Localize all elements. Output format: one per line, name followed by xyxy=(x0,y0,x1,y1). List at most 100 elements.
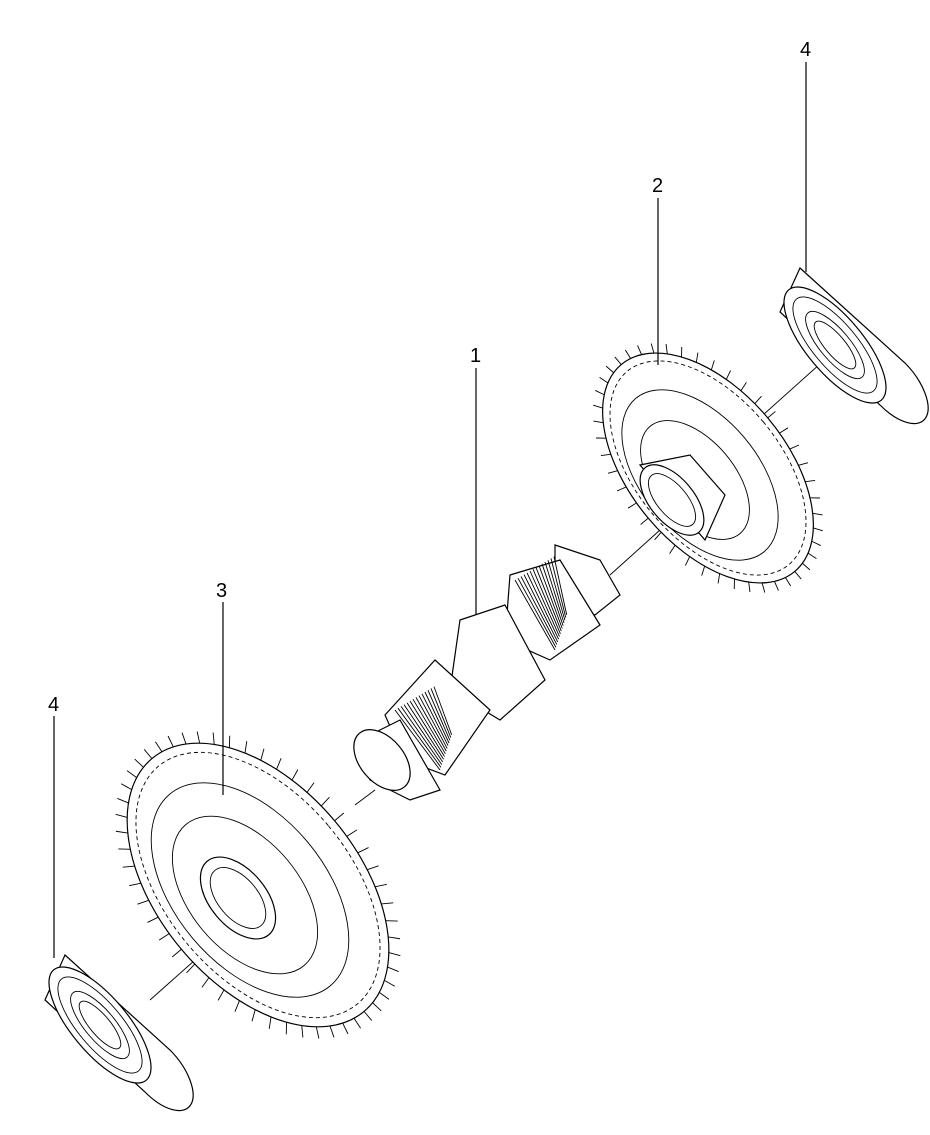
gear-tooth xyxy=(143,749,153,759)
spline-line xyxy=(535,567,562,632)
gear-tooth xyxy=(388,952,401,957)
gear-tooth xyxy=(813,527,823,532)
gear-tooth xyxy=(201,977,210,988)
gear-tooth xyxy=(115,830,128,834)
gear-tooth xyxy=(669,544,676,554)
callout-2: 2 xyxy=(652,175,663,197)
gear-tooth xyxy=(725,370,732,380)
gear-tooth xyxy=(217,989,225,1001)
gear-tooth xyxy=(710,360,715,371)
gear-tooth xyxy=(701,565,706,576)
spline-line xyxy=(547,560,566,621)
spline-line xyxy=(397,707,442,768)
gear-tooth xyxy=(650,343,655,354)
spline-line xyxy=(544,561,565,624)
gear-tooth xyxy=(147,916,159,923)
spline-line xyxy=(400,706,443,765)
gear-tooth xyxy=(212,732,215,745)
gear-tooth xyxy=(774,581,779,591)
gear-tooth xyxy=(654,532,662,541)
gear-tooth xyxy=(268,1016,272,1029)
gear-tooth xyxy=(260,748,265,761)
spline-line xyxy=(424,691,450,744)
bearing-upper xyxy=(779,267,929,425)
gear-tooth xyxy=(251,1009,256,1022)
gear-tooth xyxy=(167,735,174,748)
spline-line xyxy=(514,579,556,651)
gear-tooth xyxy=(387,966,399,973)
gear-tooth xyxy=(367,865,379,871)
gear-tooth xyxy=(234,1000,240,1012)
gear-tooth xyxy=(186,963,196,974)
gear-tooth xyxy=(381,902,394,905)
gear-tooth xyxy=(740,382,747,392)
gear-tooth xyxy=(346,829,358,837)
gear-tooth xyxy=(134,758,144,768)
gear-tooth xyxy=(363,1011,373,1021)
gear-tooth xyxy=(342,1022,349,1035)
gear-tooth xyxy=(624,349,631,359)
gear-tooth xyxy=(748,582,751,593)
gear-tooth xyxy=(158,933,170,941)
gear-tooth xyxy=(779,427,789,434)
gear-tooth xyxy=(129,882,141,887)
gear-tooth xyxy=(627,502,637,509)
spline-line xyxy=(523,574,559,643)
gear-tooth xyxy=(120,783,132,791)
gear-tooth xyxy=(379,991,390,1000)
gear-tooth xyxy=(665,343,668,354)
bearing-lower xyxy=(44,953,194,1112)
gear-tooth xyxy=(802,562,811,571)
callout-3: 3 xyxy=(216,580,227,602)
gear-tooth xyxy=(329,1025,335,1038)
leader-lines xyxy=(53,62,807,958)
gear-tooth xyxy=(196,731,201,744)
spline-line xyxy=(538,565,563,629)
spline-line xyxy=(412,698,446,755)
gear-tooth xyxy=(605,365,614,374)
gear-tooth xyxy=(375,883,387,888)
gear-tooth xyxy=(811,540,821,546)
gear-tooth xyxy=(595,390,605,396)
spline-line xyxy=(403,704,444,763)
spline-line xyxy=(409,700,445,757)
gear-tooth xyxy=(761,582,766,593)
gear-tooth xyxy=(637,345,642,355)
spline-line xyxy=(406,702,444,760)
gear-tooth xyxy=(171,948,182,958)
gear-tooth xyxy=(785,577,792,587)
gear-tooth xyxy=(115,813,128,818)
gear-tooth xyxy=(126,770,137,779)
gear-tooth xyxy=(599,376,609,384)
gear-tooth xyxy=(353,1017,361,1029)
gear-tooth xyxy=(181,732,187,745)
gear-tooth xyxy=(291,769,299,781)
gear-tooth xyxy=(357,847,369,854)
gear-tooth xyxy=(600,453,611,456)
gear-tooth xyxy=(684,556,691,566)
gear-tooth xyxy=(616,486,627,492)
gear-tooth xyxy=(306,782,315,793)
spline-line xyxy=(541,563,564,626)
gear-tooth xyxy=(593,420,604,424)
spline-line xyxy=(418,695,448,749)
gear-tooth xyxy=(717,573,721,584)
gear-tooth xyxy=(301,1025,304,1038)
spline-line xyxy=(415,697,447,752)
gear-tooth xyxy=(334,812,345,822)
gear-tooth xyxy=(794,571,802,580)
gear-tooth xyxy=(812,512,823,516)
spline-line xyxy=(529,570,560,637)
gear-tooth xyxy=(614,356,622,365)
spline-line xyxy=(430,688,452,738)
gear-tooth xyxy=(372,1002,382,1012)
spline-line xyxy=(427,690,451,741)
gear-tooth xyxy=(117,797,129,804)
spline-line xyxy=(517,577,557,648)
callout-1: 1 xyxy=(470,345,481,367)
spline-line xyxy=(553,556,568,615)
gear-lower xyxy=(115,731,401,1039)
gear-tooth xyxy=(695,352,699,363)
shaft xyxy=(353,544,621,801)
